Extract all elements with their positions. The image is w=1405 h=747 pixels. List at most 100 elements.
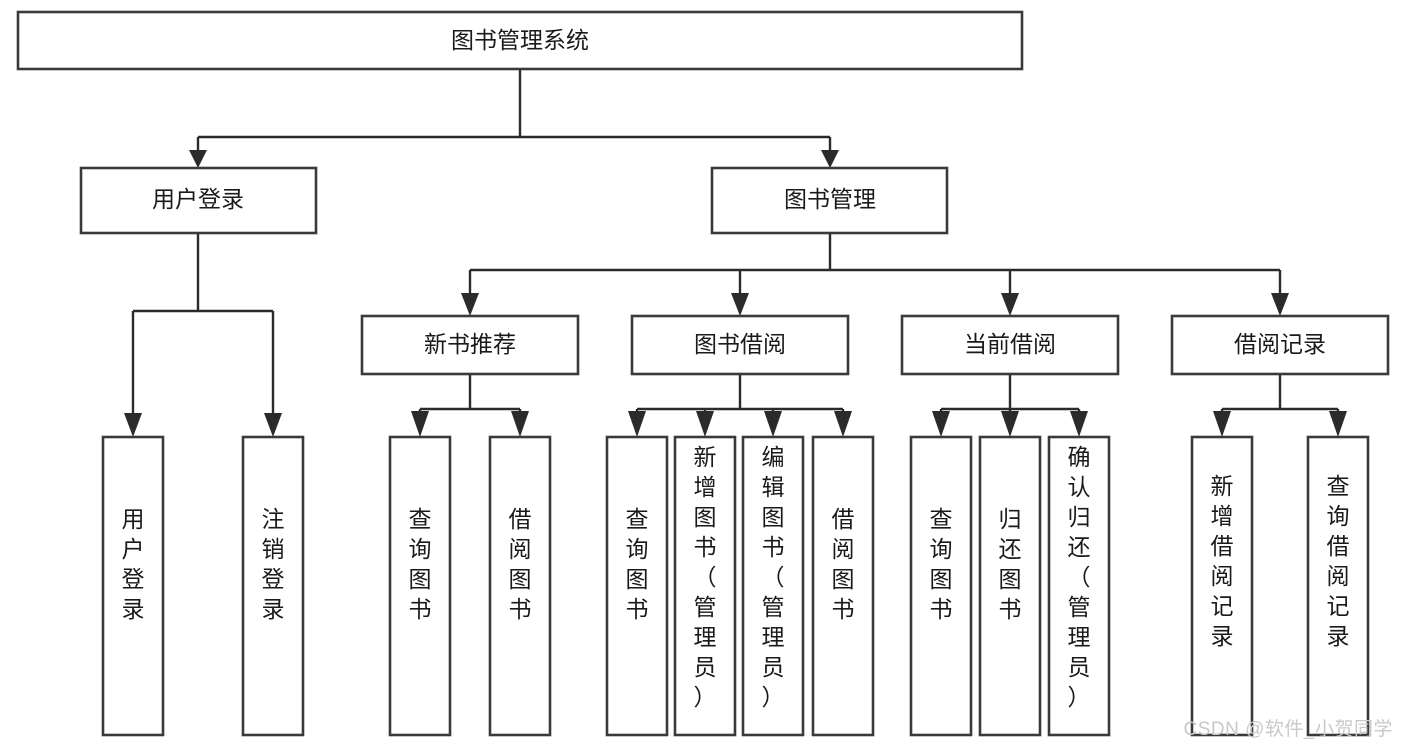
leaf-node-add-record[interactable]: 新增借阅记录: [1190, 435, 1254, 737]
vertical-char: 注: [262, 506, 285, 532]
node-borrow-record-box[interactable]: [1170, 314, 1390, 376]
vertical-char: 理: [1068, 624, 1091, 650]
node-book-management[interactable]: 图书管理: [710, 166, 949, 235]
vertical-char: 编: [762, 444, 785, 470]
leaf-query-book-3-box[interactable]: [909, 435, 973, 737]
vertical-char: 借: [832, 506, 855, 532]
leaf-borrow-book-1-box[interactable]: [488, 435, 552, 737]
vertical-char: 确: [1068, 444, 1091, 470]
leaf-node-borrow-book-2[interactable]: 借阅图书: [811, 435, 875, 737]
vertical-char: 增: [694, 474, 717, 500]
vertical-char: 询: [930, 536, 953, 562]
vertical-char: 书: [999, 596, 1022, 622]
vertical-char: 询: [409, 536, 432, 562]
leaf-edit-book-label: 编辑图书（管理员）: [762, 444, 785, 710]
leaf-query-book-2-label: 查询图书: [626, 506, 649, 622]
node-user-login-box[interactable]: [79, 166, 318, 235]
leaf-return-book-label: 归还图书: [999, 506, 1022, 622]
leaf-edit-book-box[interactable]: [741, 435, 805, 737]
leaf-add-book-box[interactable]: [673, 435, 737, 737]
node-borrow-record[interactable]: 借阅记录: [1170, 314, 1390, 376]
vertical-char: （: [762, 564, 785, 590]
leaf-confirm-return-label: 确认归还（管理员）: [1068, 444, 1091, 710]
leaf-query-book-1-box[interactable]: [388, 435, 452, 737]
leaf-node-query-book-1[interactable]: 查询图书: [388, 435, 452, 737]
leaf-node-logout[interactable]: 注销登录: [241, 435, 305, 737]
vertical-char: 阅: [1211, 563, 1234, 589]
vertical-char: 管: [762, 594, 785, 620]
leaf-node-edit-book[interactable]: 编辑图书（管理员）: [741, 435, 805, 737]
vertical-char: 查: [1327, 473, 1350, 499]
node-book-management-label: 图书管理: [784, 186, 876, 212]
vertical-char: 阅: [509, 536, 532, 562]
leaf-node-return-book[interactable]: 归还图书: [978, 435, 1042, 737]
node-user-login[interactable]: 用户登录: [79, 166, 318, 235]
vertical-char: 户: [122, 536, 145, 562]
vertical-char: 图: [626, 566, 649, 592]
node-new-book-recommend-box[interactable]: [360, 314, 580, 376]
leaf-add-record-box[interactable]: [1190, 435, 1254, 737]
vertical-char: 书: [509, 596, 532, 622]
leaf-logout-box[interactable]: [241, 435, 305, 737]
node-new-book-recommend[interactable]: 新书推荐: [360, 314, 580, 376]
vertical-char: 查: [930, 506, 953, 532]
vertical-char: 书: [626, 596, 649, 622]
leaf-node-query-book-2[interactable]: 查询图书: [605, 435, 669, 737]
vertical-char: 新: [1211, 473, 1234, 499]
node-user-login-label: 用户登录: [152, 186, 244, 212]
leaf-node-query-record[interactable]: 查询借阅记录: [1306, 435, 1370, 737]
leaf-query-book-1-label: 查询图书: [409, 506, 432, 622]
arrowhead-leaf-edit-book: [764, 411, 782, 437]
vertical-char: 登: [262, 566, 285, 592]
leaf-return-book-box[interactable]: [978, 435, 1042, 737]
arrowhead-leaf-user-login: [124, 413, 142, 437]
vertical-char: 员: [762, 654, 785, 680]
vertical-char: 记: [1327, 593, 1350, 619]
vertical-char: 书: [930, 596, 953, 622]
leaf-user-login-box[interactable]: [101, 435, 165, 737]
node-current-borrow[interactable]: 当前借阅: [900, 314, 1120, 376]
arrowhead-userlogin: [189, 150, 207, 168]
connector-group: [124, 69, 1347, 437]
arrowhead-leaf-query-book-2: [628, 411, 646, 437]
leaf-add-record-label: 新增借阅记录: [1211, 473, 1234, 649]
node-borrow-record-label: 借阅记录: [1234, 331, 1326, 357]
node-book-management-box[interactable]: [710, 166, 949, 235]
node-current-borrow-label: 当前借阅: [964, 331, 1056, 357]
vertical-char: 新: [694, 444, 717, 470]
leaf-query-record-box[interactable]: [1306, 435, 1370, 737]
vertical-char: ）: [762, 684, 785, 710]
leaf-query-record-label: 查询借阅记录: [1327, 473, 1350, 649]
vertical-char: 借: [1211, 533, 1234, 559]
leaf-confirm-return-box[interactable]: [1047, 435, 1111, 737]
node-current-borrow-box[interactable]: [900, 314, 1120, 376]
node-book-borrow[interactable]: 图书借阅: [630, 314, 850, 376]
arrowhead-leaf-borrow-book-1: [511, 411, 529, 437]
arrowhead-leaf-return-book: [1001, 411, 1019, 437]
leaf-query-book-2-box[interactable]: [605, 435, 669, 737]
leaf-node-user-login[interactable]: 用户登录: [101, 435, 165, 737]
leaf-node-query-book-3[interactable]: 查询图书: [909, 435, 973, 737]
leaf-node-confirm-return[interactable]: 确认归还（管理员）: [1047, 435, 1111, 737]
arrowhead-bookmgmt: [821, 150, 839, 168]
arrowhead-leaf-borrow-book-2: [834, 411, 852, 437]
vertical-char: 查: [626, 506, 649, 532]
node-root[interactable]: 图书管理系统: [16, 10, 1024, 71]
vertical-char: 借: [1327, 533, 1350, 559]
leaf-node-borrow-book-1[interactable]: 借阅图书: [488, 435, 552, 737]
vertical-char: 理: [694, 624, 717, 650]
arrowhead-leaf-query-record: [1329, 411, 1347, 437]
vertical-char: 询: [1327, 503, 1350, 529]
vertical-char: 询: [626, 536, 649, 562]
arrowhead-leaf-confirm-return: [1070, 411, 1088, 437]
node-book-borrow-box[interactable]: [630, 314, 850, 376]
node-root-label: 图书管理系统: [451, 27, 589, 53]
leaf-node-add-book[interactable]: 新增图书（管理员）: [673, 435, 737, 737]
leaf-add-book-label: 新增图书（管理员）: [694, 444, 717, 710]
leaf-borrow-book-2-box[interactable]: [811, 435, 875, 737]
node-root-box[interactable]: [16, 10, 1024, 71]
vertical-char: 录: [262, 596, 285, 622]
vertical-char: 图: [409, 566, 432, 592]
vertical-char: 图: [694, 504, 717, 530]
